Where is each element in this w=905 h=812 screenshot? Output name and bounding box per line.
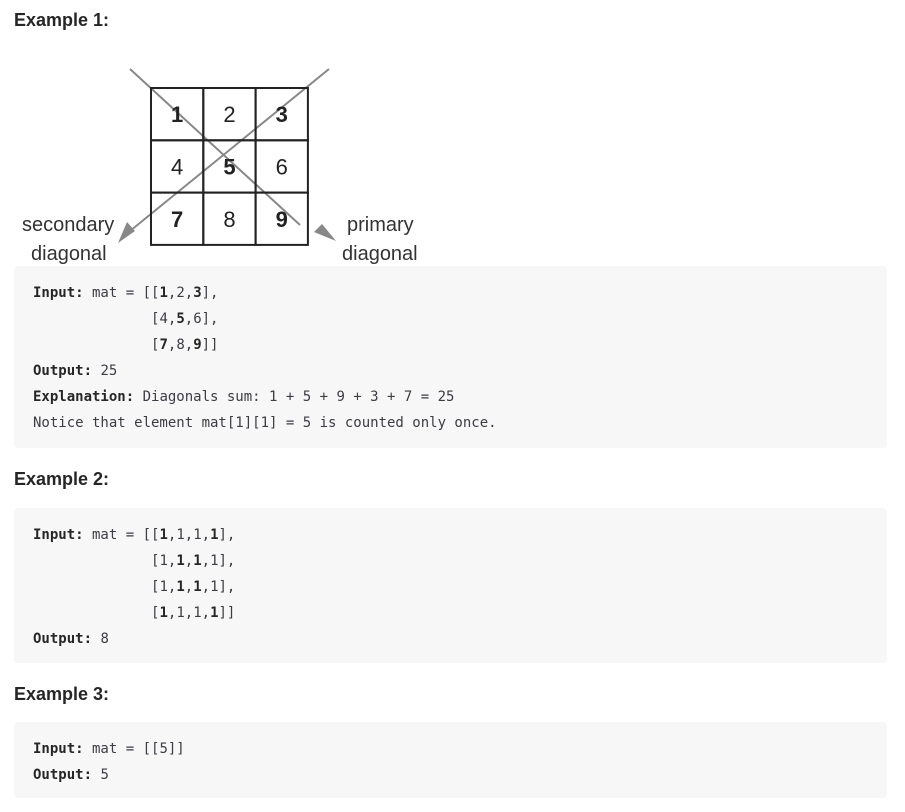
secondary-diagonal-line xyxy=(129,68,330,232)
matrix-value: 9 xyxy=(193,337,202,353)
grid-cell-value: 1 xyxy=(171,102,183,127)
primary-label-line2: diagonal xyxy=(342,243,418,265)
row-suffix: ]] xyxy=(218,605,236,621)
input-label: Input: xyxy=(33,527,84,543)
matrix-value: 1 xyxy=(159,553,168,569)
row-prefix: mat = [[ xyxy=(83,285,160,301)
matrix-value: 3 xyxy=(193,285,202,301)
diagonal-sum-diagram: 1 2 3 4 5 6 7 8 9 secondary diagonal primary dia… xyxy=(22,68,418,265)
grid-cell-value: 9 xyxy=(276,207,288,232)
matrix-value: 1 xyxy=(159,285,168,301)
matrix-value: 1 xyxy=(176,579,185,595)
matrix-value: 1 xyxy=(176,527,185,543)
input-label: Input: xyxy=(33,741,84,757)
matrix-value: 1 xyxy=(176,605,185,621)
matrix-value: 1 xyxy=(193,605,202,621)
grid-cell-value: 7 xyxy=(171,207,183,232)
matrix-value: 4 xyxy=(159,311,168,327)
input-line: Input: mat = [[1,1,1,1], xyxy=(33,527,236,543)
matrix-value: 1 xyxy=(210,527,219,543)
input-line: [1,1,1,1]] xyxy=(33,605,236,621)
grid-cell-value: 8 xyxy=(223,207,235,232)
notice-line: Notice that element mat[1][1] = 5 is cou… xyxy=(33,415,497,431)
secondary-label-line2: diagonal xyxy=(31,243,107,265)
matrix-value: 1 xyxy=(159,527,168,543)
input-line: Input: mat = [[5]] xyxy=(33,736,887,762)
grid-cell-value: 6 xyxy=(276,154,288,179)
matrix-value: 5 xyxy=(159,741,168,757)
row-prefix: [ xyxy=(33,553,160,569)
secondary-diagonal-arrowhead xyxy=(118,222,135,243)
row-suffix: ]] xyxy=(201,337,219,353)
output-line: Output: 8 xyxy=(33,626,887,652)
matrix-value: 8 xyxy=(176,337,185,353)
row-prefix: [ xyxy=(33,605,160,621)
row-suffix: ], xyxy=(218,579,236,595)
matrix-value: 5 xyxy=(176,311,185,327)
secondary-label-line1: secondary xyxy=(22,214,114,236)
input-line: [1,1,1,1], xyxy=(33,553,236,569)
matrix-value: 1 xyxy=(193,553,202,569)
example-2-codeblock: Input: mat = [[1,1,1,1], [1,1,1,1], [1,1… xyxy=(14,508,887,663)
matrix-value: 1 xyxy=(210,579,219,595)
matrix-value: 1 xyxy=(193,527,202,543)
output-value: 5 xyxy=(92,767,109,783)
row-suffix: ], xyxy=(218,527,236,543)
grid-cell-value: 3 xyxy=(276,102,288,127)
input-line: [1,1,1,1], xyxy=(33,579,236,595)
output-value: 25 xyxy=(92,363,118,379)
primary-diagonal-arrowhead xyxy=(314,224,336,241)
matrix-value: 1 xyxy=(176,553,185,569)
input-line: Input: mat = [[1,2,3], xyxy=(33,285,219,301)
row-suffix: ], xyxy=(201,311,219,327)
primary-label-line1: primary xyxy=(347,214,414,236)
output-label: Output: xyxy=(33,363,93,379)
example-2-heading: Example 2: xyxy=(14,469,110,489)
row-suffix: ]] xyxy=(167,741,185,757)
matrix-value: 6 xyxy=(193,311,202,327)
row-suffix: ], xyxy=(218,553,236,569)
output-line: Output: 25 xyxy=(33,358,887,384)
explanation-line: Explanation: Diagonals sum: 1 + 5 + 9 + … xyxy=(33,384,887,410)
example-1-heading: Example 1: xyxy=(14,10,110,30)
matrix-value: 1 xyxy=(210,605,219,621)
example-3-codeblock: Input: mat = [[5]] Output: 5 xyxy=(14,722,887,798)
row-prefix: mat = [[ xyxy=(83,527,160,543)
input-label: Input: xyxy=(33,285,84,301)
matrix-value: 1 xyxy=(210,553,219,569)
matrix-value: 1 xyxy=(159,579,168,595)
input-line: [7,8,9]] xyxy=(33,337,219,353)
matrix-value: 2 xyxy=(176,285,185,301)
output-value: 8 xyxy=(92,631,109,647)
input-line: [4,5,6], xyxy=(33,311,219,327)
grid-cell-value: 5 xyxy=(223,154,235,179)
row-prefix: [ xyxy=(33,579,160,595)
row-suffix: ], xyxy=(201,285,219,301)
explanation-text: Diagonals sum: 1 + 5 + 9 + 3 + 7 = 25 xyxy=(134,389,455,405)
grid-cell-value: 4 xyxy=(171,154,183,179)
example-1-codeblock: Input: mat = [[1,2,3], [4,5,6], [7,8,9]]… xyxy=(14,266,887,448)
grid-cell-value: 2 xyxy=(223,102,235,127)
output-label: Output: xyxy=(33,631,93,647)
row-prefix: [ xyxy=(33,311,160,327)
row-prefix: mat = [[ xyxy=(83,741,160,757)
row-prefix: [ xyxy=(33,337,160,353)
matrix-value: 1 xyxy=(193,579,202,595)
matrix-value: 7 xyxy=(159,337,168,353)
example-3-heading: Example 3: xyxy=(14,684,110,704)
explanation-label: Explanation: xyxy=(33,389,135,405)
grid-cell xyxy=(254,191,309,246)
matrix-value: 1 xyxy=(159,605,168,621)
output-line: Output: 5 xyxy=(33,762,887,788)
matrix-grid: 1 2 3 4 5 6 7 8 9 xyxy=(150,87,309,246)
output-label: Output: xyxy=(33,767,93,783)
primary-diagonal-line xyxy=(129,68,301,226)
